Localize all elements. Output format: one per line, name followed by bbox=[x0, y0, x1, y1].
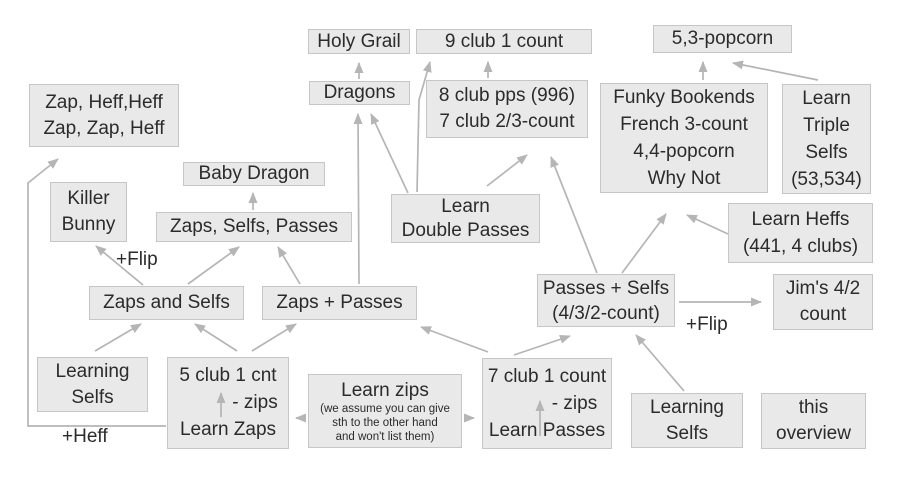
arrow-learningselfs-to-zas bbox=[94, 323, 142, 352]
arrow-5club-to-zas bbox=[194, 323, 238, 352]
arrow-passesselfs-to-8club bbox=[550, 156, 598, 274]
arrow-learnheffs-to-funky bbox=[686, 214, 729, 235]
edge-label-flip-left: +Flip bbox=[116, 249, 158, 270]
node-learn-heffs: Learn Heffs (441, 4 clubs) bbox=[728, 203, 873, 263]
arrow-zapspasses-to-dragons bbox=[353, 113, 363, 285]
node-learn-zips: Learn zips (we assume you can give sth t… bbox=[308, 374, 462, 448]
node-learning-selfs-left: Learning Selfs bbox=[37, 357, 148, 412]
arrow-7club-to-zpp bbox=[420, 326, 489, 353]
node-learn-double-passes: Learn Double Passes bbox=[391, 194, 540, 243]
5-club-line-3: Learn Zaps bbox=[179, 419, 277, 440]
arrow-5club-to-zpp bbox=[251, 323, 297, 352]
node-jims-42-count: Jim's 4/2 count bbox=[773, 274, 873, 330]
node-zaps-and-selfs: Zaps and Selfs bbox=[89, 286, 244, 320]
node-zap-heff-heff: Zap, Heff,Heff Zap, Zap, Heff bbox=[29, 84, 179, 147]
7-club-line-2-minus-zips: - zips bbox=[551, 392, 598, 414]
arrow-tripleselfs-to-popcorn bbox=[732, 60, 819, 81]
node-this-overview: this overview bbox=[761, 393, 866, 449]
arrow-doublepasses-to-8club bbox=[486, 154, 528, 187]
node-killer-bunny: Killer Bunny bbox=[50, 182, 127, 242]
node-zaps-plus-passes: Zaps + Passes bbox=[262, 286, 417, 320]
edge-label-flip-right: +Flip bbox=[686, 314, 728, 335]
learn-zips-note: (we assume you can give sth to the other… bbox=[320, 402, 450, 443]
7-club-line-3: Learn Passes bbox=[488, 419, 606, 441]
node-passes-plus-selfs: Passes + Selfs (4/3/2-count) bbox=[537, 274, 675, 327]
arrow-passesselfs-to-funky bbox=[621, 213, 667, 274]
arrow-zpp-to-zsp bbox=[277, 246, 301, 285]
arrow-zas-to-zsp bbox=[187, 246, 240, 285]
arrow-learningselfs-to-passesselfs bbox=[635, 334, 685, 392]
arrow-7club-to-passesselfs bbox=[513, 334, 571, 356]
node-baby-dragon: Baby Dragon bbox=[183, 162, 325, 186]
node-5-club-1-cnt: 5 club 1 cnt - zips Learn Zaps bbox=[167, 357, 289, 449]
arrow-doublepasses-to-dragons bbox=[370, 113, 409, 194]
node-zaps-selfs-passes: Zaps, Selfs, Passes bbox=[156, 212, 352, 242]
node-8-club-pps: 8 club pps (996) 7 club 2/3-count bbox=[426, 80, 588, 138]
node-dragons: Dragons bbox=[309, 81, 410, 105]
learn-zips-title: Learn zips bbox=[341, 379, 429, 401]
node-53-popcorn: 5,3-popcorn bbox=[653, 25, 792, 53]
edge-label-heff: +Heff bbox=[62, 426, 108, 447]
node-9-club-1-count: 9 club 1 count bbox=[416, 29, 592, 54]
node-funky-bookends: Funky Bookends French 3-count 4,4-popcor… bbox=[600, 83, 768, 193]
node-learning-selfs-right: Learning Selfs bbox=[631, 393, 743, 448]
5-club-line-2-minus-zips: - zips bbox=[232, 392, 278, 413]
node-7-club-1-count: 7 club 1 count - zips Learn Passes bbox=[482, 358, 612, 449]
node-learn-triple-selfs: Learn Triple Selfs (53,534) bbox=[782, 84, 871, 194]
5-club-line-1: 5 club 1 cnt bbox=[179, 365, 277, 386]
7-club-line-1: 7 club 1 count bbox=[487, 365, 607, 387]
node-holy-grail: Holy Grail bbox=[308, 29, 410, 54]
